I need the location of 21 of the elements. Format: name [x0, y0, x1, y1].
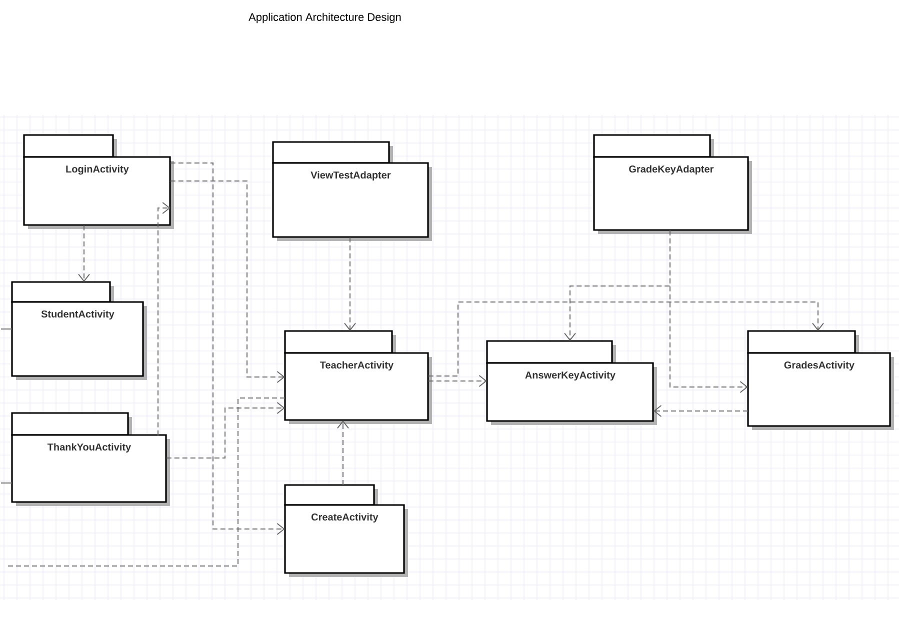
- dependency-arrow: [166, 402, 285, 458]
- dependency-arrow: [670, 230, 748, 393]
- package-box: GradesActivity: [747, 330, 894, 430]
- title: Application Architecture Design: [248, 12, 401, 24]
- dependency-arrow: [653, 405, 748, 417]
- dependency-arrow: [170, 162, 285, 535]
- package-box: ViewTestAdapter: [272, 141, 432, 241]
- package-box: TeacherActivity: [284, 330, 432, 424]
- dependency-arrow: [337, 420, 349, 486]
- package-box: CreateActivity: [284, 484, 408, 577]
- package-box: LoginActivity: [23, 134, 174, 229]
- dependency-arrow: [78, 224, 90, 282]
- package-box: GradeKeyAdapter: [593, 134, 752, 234]
- dependency-arrow: [428, 302, 824, 376]
- dependency-arrow: [344, 236, 356, 331]
- package-box: ThankYouActivity: [11, 412, 170, 506]
- package-box: AnswerKeyActivity: [486, 340, 657, 425]
- package-box: StudentActivity: [11, 281, 147, 380]
- dependency-arrow: [170, 180, 285, 383]
- dependency-arrow: [158, 202, 170, 436]
- dependency-arrow: [428, 375, 487, 387]
